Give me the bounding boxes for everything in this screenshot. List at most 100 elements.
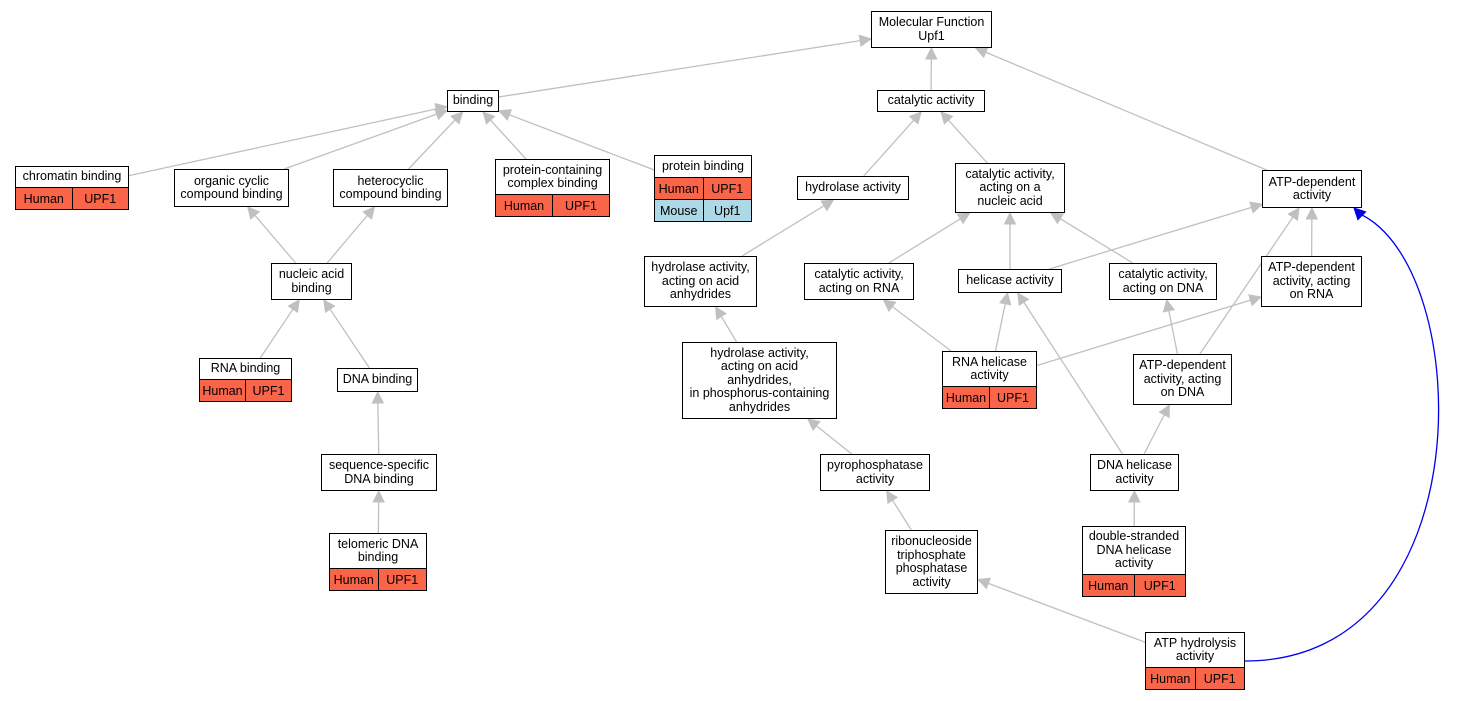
edge-arrowhead bbox=[1248, 294, 1263, 307]
edge-arrowhead bbox=[450, 111, 464, 125]
edge-arrowhead bbox=[715, 306, 728, 321]
node-label: protein-containing complex binding bbox=[502, 162, 603, 190]
node-label: nucleic acid binding bbox=[278, 267, 345, 295]
edge-line bbox=[489, 118, 527, 160]
edge-line bbox=[888, 217, 962, 264]
edge-line bbox=[741, 204, 826, 257]
edge-arrowhead bbox=[908, 111, 922, 125]
edge-arrowhead bbox=[1249, 201, 1264, 214]
species-name: Human bbox=[945, 390, 987, 405]
edge-arrowhead bbox=[1158, 404, 1170, 419]
node-double-stranded-dna-helicase[interactable]: double-stranded DNA helicase activity Hu… bbox=[1082, 526, 1186, 597]
edge-line bbox=[891, 305, 952, 352]
gene-name: UPF1 bbox=[702, 178, 752, 199]
edge-line bbox=[1022, 301, 1124, 455]
node-nucleic-acid-binding[interactable]: nucleic acid binding bbox=[271, 263, 352, 300]
node-label: hydrolase activity, acting on acid anhyd… bbox=[651, 260, 750, 302]
edge-line bbox=[408, 118, 457, 170]
node-label: catalytic activity, acting on a nucleic … bbox=[965, 166, 1055, 208]
edge-arrowhead bbox=[956, 212, 971, 225]
node-molecular-function[interactable]: Molecular Function Upf1 bbox=[871, 11, 992, 48]
node-catalytic-activity-nucleic-acid[interactable]: catalytic activity, acting on a nucleic … bbox=[955, 163, 1065, 213]
species-name: Human bbox=[23, 191, 64, 206]
node-label: chromatin binding bbox=[22, 169, 122, 184]
edge-arrowhead bbox=[974, 46, 989, 59]
edge-line bbox=[253, 214, 297, 264]
species-name: Human bbox=[1088, 578, 1129, 593]
node-dna-helicase-activity[interactable]: DNA helicase activity bbox=[1090, 454, 1179, 491]
edge-arrowhead bbox=[434, 108, 449, 121]
edge-arrowhead bbox=[247, 206, 261, 220]
node-atp-dependent-rna[interactable]: ATP-dependent activity, acting on RNA bbox=[1261, 256, 1362, 307]
node-organic-cyclic-compound-binding[interactable]: organic cyclic compound binding bbox=[174, 169, 289, 207]
edge-arrowhead bbox=[1162, 298, 1176, 313]
node-hydrolase-acid-anhydrides[interactable]: hydrolase activity, acting on acid anhyd… bbox=[644, 256, 757, 307]
node-label: heterocyclic compound binding bbox=[339, 173, 442, 201]
node-label: ATP-dependent activity bbox=[1268, 174, 1356, 202]
node-dna-binding[interactable]: DNA binding bbox=[337, 368, 418, 392]
node-label: telomeric DNA binding bbox=[337, 536, 419, 564]
node-label: Molecular Function Upf1 bbox=[878, 15, 985, 43]
edge-arrowhead bbox=[372, 489, 385, 503]
node-label: catalytic activity, acting on RNA bbox=[814, 267, 904, 295]
node-heterocyclic-compound-binding[interactable]: heterocyclic compound binding bbox=[333, 169, 448, 207]
node-label: double-stranded DNA helicase activity bbox=[1088, 529, 1180, 571]
node-helicase-activity[interactable]: helicase activity bbox=[958, 269, 1062, 293]
node-label: RNA binding bbox=[210, 361, 281, 376]
edge-arrowhead bbox=[806, 418, 821, 432]
node-protein-containing-complex-binding[interactable]: protein-containing complex binding Human… bbox=[495, 159, 610, 217]
node-label: catalytic activity bbox=[887, 93, 975, 108]
edge-line bbox=[128, 108, 438, 177]
edge-line bbox=[720, 315, 738, 343]
node-catalytic-activity[interactable]: catalytic activity bbox=[877, 90, 985, 112]
edge-arrowhead bbox=[820, 199, 835, 212]
species-name: Human bbox=[658, 181, 699, 196]
node-hydrolase-activity[interactable]: hydrolase activity bbox=[797, 176, 909, 200]
species-name: Human bbox=[503, 198, 545, 213]
edge-line bbox=[984, 51, 1267, 171]
node-label: DNA binding bbox=[342, 372, 413, 387]
node-binding[interactable]: binding bbox=[447, 90, 499, 112]
node-label: ATP-dependent activity, acting on RNA bbox=[1268, 260, 1355, 302]
edge-arrowhead bbox=[886, 490, 899, 505]
gene-name: UPF1 bbox=[71, 188, 129, 209]
node-chromatin-binding[interactable]: chromatin binding Human UPF1 bbox=[15, 166, 129, 210]
edge-arrowhead bbox=[1049, 212, 1065, 225]
node-label: binding bbox=[452, 93, 494, 108]
node-ribonucleoside-triphosphate-phosphatase[interactable]: ribonucleoside triphosphate phosphatase … bbox=[885, 530, 978, 594]
gene-name: UPF1 bbox=[1194, 668, 1245, 689]
node-catalytic-activity-rna[interactable]: catalytic activity, acting on RNA bbox=[804, 263, 914, 300]
edge-line bbox=[1049, 206, 1253, 270]
edge-line-highlight bbox=[1244, 213, 1440, 662]
edge-arrowhead bbox=[323, 299, 336, 314]
edge-arrowhead bbox=[976, 577, 991, 590]
edge-arrowhead bbox=[287, 299, 300, 314]
node-hydrolase-phosphorus-anhydrides[interactable]: hydrolase activity, acting on acid anhyd… bbox=[682, 342, 837, 419]
edge-line bbox=[498, 39, 862, 98]
edge-arrowhead bbox=[940, 111, 954, 125]
edge-arrowhead bbox=[999, 291, 1012, 306]
edge-arrowhead bbox=[482, 111, 496, 125]
node-atp-dependent-activity[interactable]: ATP-dependent activity bbox=[1262, 170, 1362, 208]
node-atp-dependent-dna[interactable]: ATP-dependent activity, acting on DNA bbox=[1133, 354, 1232, 405]
edge-line bbox=[508, 113, 655, 171]
node-sequence-specific-dna-binding[interactable]: sequence-specific DNA binding bbox=[321, 454, 437, 491]
edge-line bbox=[987, 582, 1146, 643]
node-label: ribonucleoside triphosphate phosphatase … bbox=[891, 534, 972, 589]
node-catalytic-activity-dna[interactable]: catalytic activity, acting on DNA bbox=[1109, 263, 1217, 300]
edge-line bbox=[863, 119, 915, 177]
edge-line bbox=[1199, 215, 1294, 355]
node-pyrophosphatase-activity[interactable]: pyrophosphatase activity bbox=[820, 454, 930, 491]
node-label: organic cyclic compound binding bbox=[180, 173, 283, 201]
node-label: ATP hydrolysis activity bbox=[1153, 635, 1237, 663]
